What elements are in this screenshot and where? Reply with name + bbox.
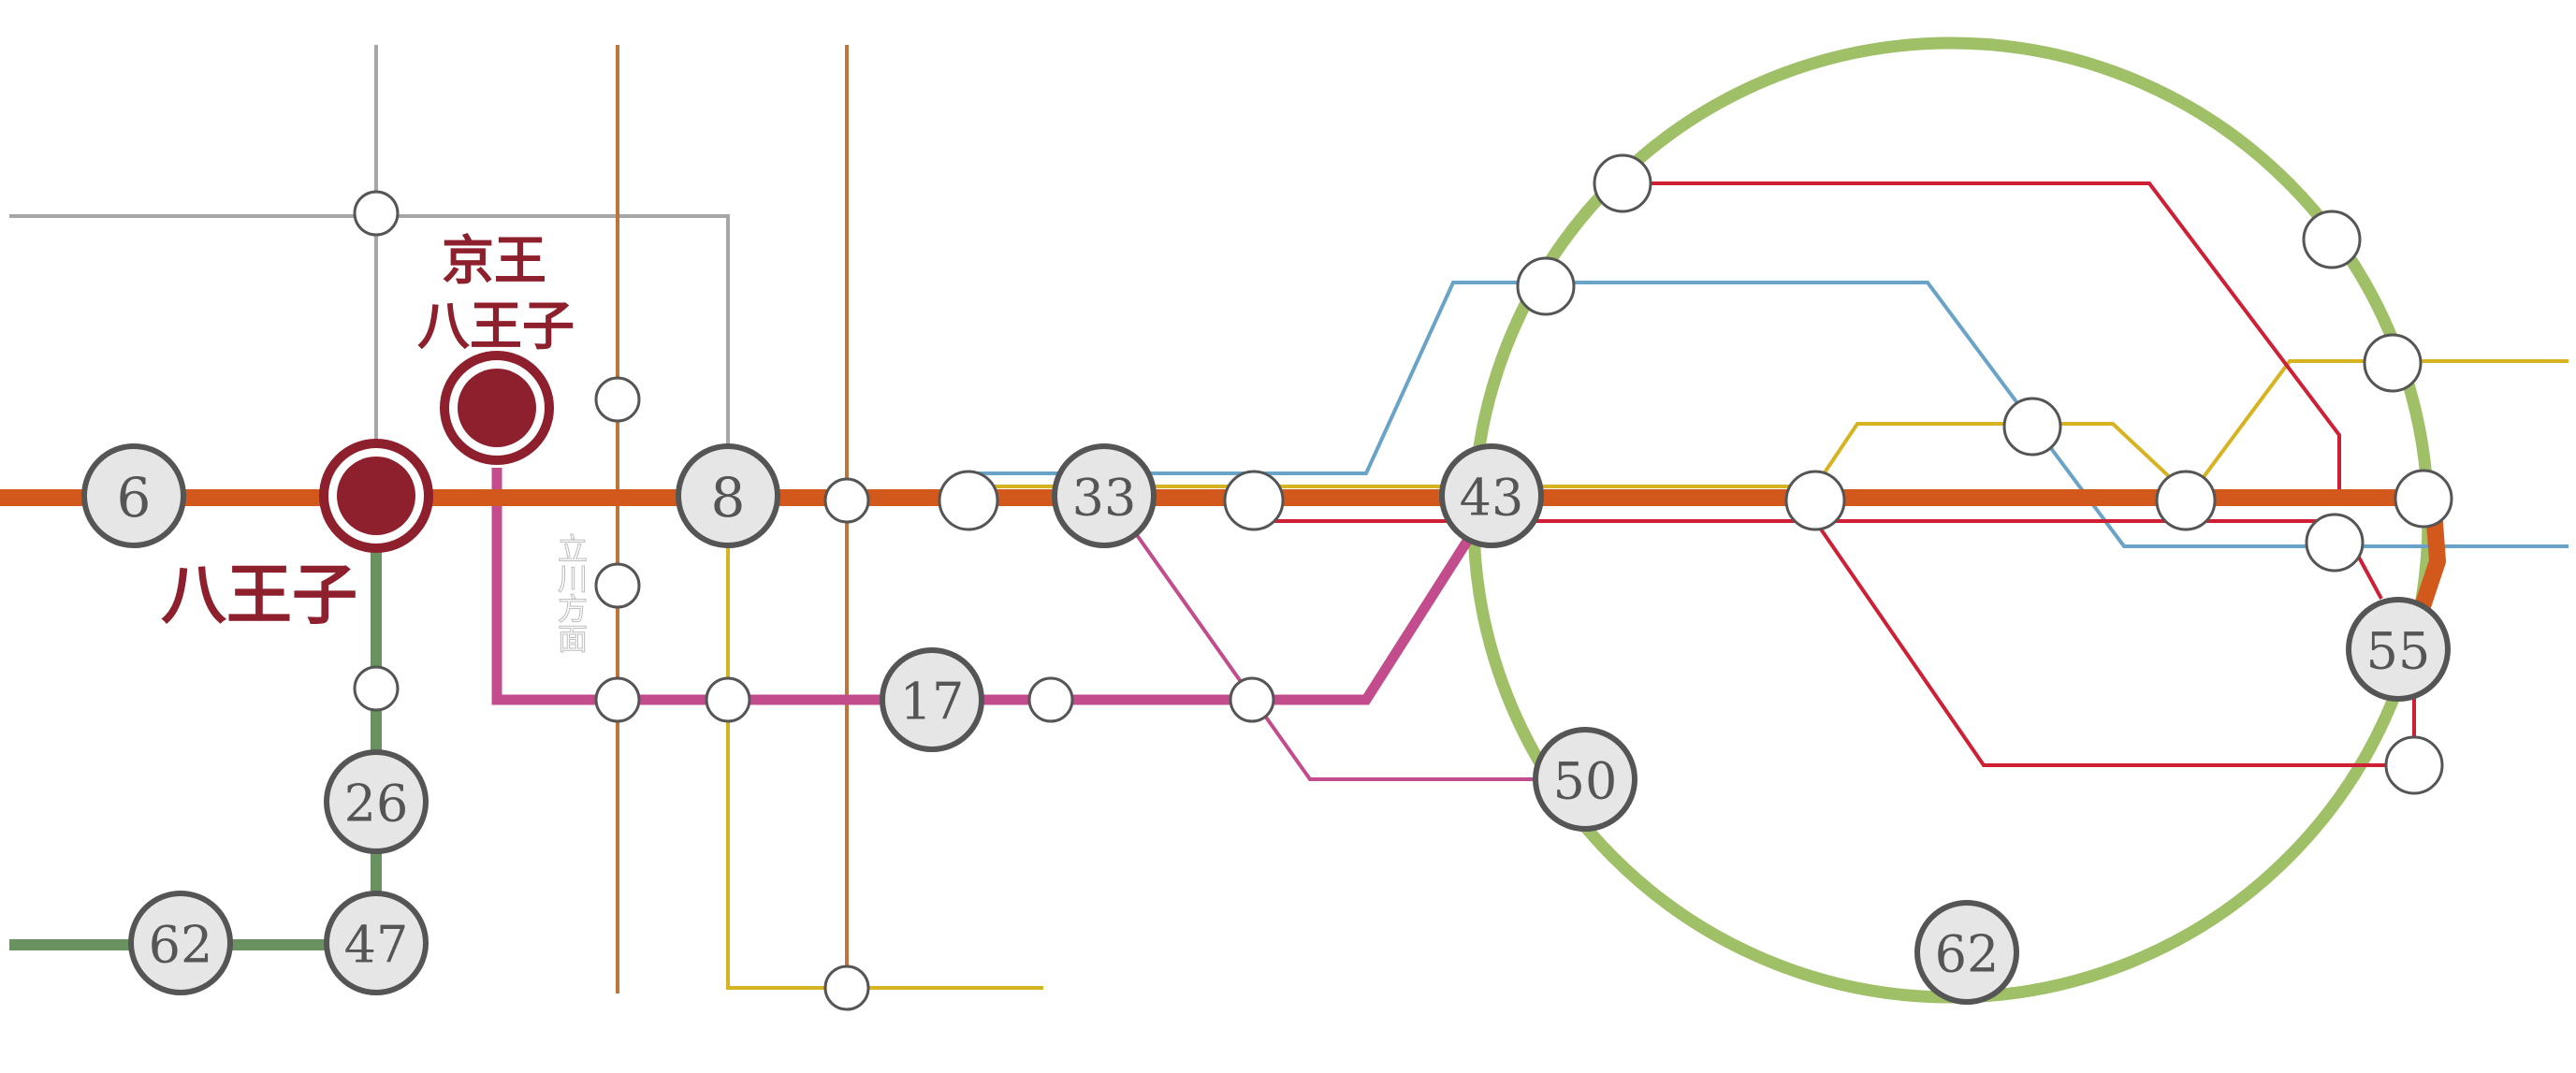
yellow-line-east: [968, 359, 2569, 499]
blue-line: [968, 281, 2569, 548]
minor-station[interactable]: [705, 676, 751, 723]
minor-station[interactable]: [823, 964, 870, 1011]
badge-label: 8: [711, 466, 746, 529]
minor-station[interactable]: [2363, 333, 2423, 393]
direction-label: 立川方面: [553, 533, 589, 653]
minor-station[interactable]: [1784, 470, 1846, 531]
minor-station[interactable]: [594, 676, 641, 723]
badge-label: 43: [1460, 469, 1524, 528]
minor-station[interactable]: [353, 665, 400, 712]
minor-station[interactable]: [2394, 469, 2453, 529]
minor-station[interactable]: [2302, 210, 2362, 269]
badge-label: 62: [149, 916, 213, 975]
station-label-keio-line1: 京王: [442, 230, 546, 292]
route-badge-26[interactable]: 26: [324, 749, 429, 854]
minor-station[interactable]: [823, 477, 870, 524]
route-badge-8[interactable]: 8: [676, 443, 780, 548]
minor-station[interactable]: [353, 190, 400, 237]
route-badges: 6 8 33 43 17 26 47 62: [81, 443, 2451, 1005]
route-badge-43[interactable]: 43: [1439, 443, 1544, 548]
route-badge-62-right[interactable]: 62: [1914, 900, 2019, 1005]
minor-station[interactable]: [2002, 397, 2062, 457]
station-label-hachioji: 八王子: [161, 556, 357, 633]
route-badge-47[interactable]: 47: [324, 891, 429, 995]
badge-label: 33: [1072, 469, 1137, 528]
yellow-line-south: [726, 496, 1043, 990]
station-keio-hachioji-marker[interactable]: [440, 351, 554, 465]
route-badge-33[interactable]: 33: [1052, 443, 1157, 548]
badge-label: 17: [900, 673, 965, 732]
grey-line: [9, 214, 730, 496]
badge-label: 6: [117, 466, 152, 529]
station-hachioji-marker[interactable]: [319, 439, 433, 553]
route-badge-6[interactable]: 6: [81, 443, 186, 548]
minor-station[interactable]: [2305, 513, 2365, 573]
badge-label: 55: [2366, 622, 2431, 681]
minor-station[interactable]: [1593, 153, 1652, 213]
badge-label: 47: [344, 916, 409, 975]
badge-label: 26: [344, 775, 409, 834]
minor-station[interactable]: [1027, 676, 1074, 723]
minor-station[interactable]: [1516, 256, 1576, 316]
badge-label: 50: [1553, 752, 1618, 811]
minor-station[interactable]: [2384, 735, 2444, 795]
minor-station[interactable]: [1223, 470, 1285, 531]
red-line-upper: [1623, 181, 2341, 496]
minor-station[interactable]: [1229, 676, 1275, 723]
minor-station[interactable]: [594, 376, 641, 423]
red-line-lower: [1813, 519, 2416, 767]
badge-label: 62: [1935, 925, 2000, 984]
magenta-branch: [1135, 533, 1581, 781]
route-badge-62-left[interactable]: 62: [128, 891, 233, 995]
red-line-mid: [1254, 519, 2383, 600]
route-badge-17[interactable]: 17: [880, 647, 984, 752]
route-badge-55[interactable]: 55: [2346, 597, 2451, 702]
station-label-keio-line2: 八王子: [417, 296, 575, 357]
minor-stations: [353, 153, 2453, 1011]
minor-station[interactable]: [938, 470, 999, 531]
route-badge-50[interactable]: 50: [1533, 727, 1637, 832]
minor-station[interactable]: [594, 562, 641, 609]
minor-station[interactable]: [2155, 470, 2217, 531]
